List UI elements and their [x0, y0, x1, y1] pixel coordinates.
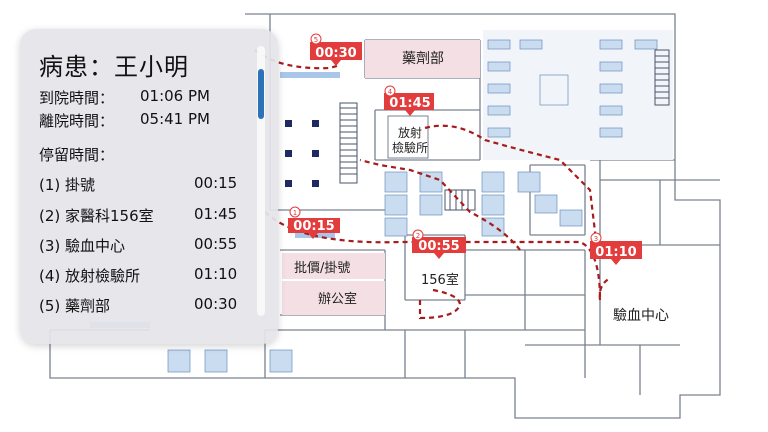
facility-blocks: [167, 171, 583, 373]
stop-3-label: (3) 驗血中心: [39, 237, 126, 255]
room-billing: [282, 253, 385, 279]
room-pharmacy: [365, 40, 480, 78]
marker-3-time: 01:10: [595, 245, 636, 260]
escalator: [339, 49, 670, 211]
marker-5-number: 5: [314, 36, 318, 44]
arrival-label: 到院時間：: [39, 89, 115, 107]
route-marker-3: 3 01:10: [590, 232, 642, 265]
patient-info-panel: 病患：王小明 到院時間： 01:06 PM 離院時間： 05:41 PM 停留時…: [20, 29, 278, 344]
arrival-time: 01:06 PM: [140, 87, 210, 105]
label-pharmacy: 藥劑部: [402, 50, 444, 67]
marker-5-time: 00:30: [315, 46, 356, 61]
ward-beds: [487, 39, 658, 138]
marker-3-number: 3: [594, 235, 598, 243]
patient-title: 病患：王小明: [39, 53, 189, 81]
stop-4-time: 01:10: [194, 265, 238, 283]
label-room-156: 156室: [421, 272, 459, 288]
marker-4-number: 4: [388, 88, 393, 96]
marker-2-number: 2: [416, 232, 420, 240]
panel-scrollbar[interactable]: [257, 46, 265, 316]
patient-route: [254, 49, 611, 320]
route-marker-1: 1 00:15: [288, 206, 340, 239]
stop-5-time: 00:30: [194, 295, 238, 313]
panel-scrollbar-thumb[interactable]: [258, 69, 264, 119]
route-marker-4: 4 01:45: [384, 85, 434, 116]
route-marker-2: 2 00:55: [412, 229, 466, 259]
stop-3-time: 00:55: [194, 235, 238, 253]
label-blood-center: 驗血中心: [613, 308, 669, 324]
label-billing: 批價/掛號: [294, 261, 350, 276]
marker-1-time: 00:15: [293, 219, 334, 234]
route-marker-5: 5 00:30: [310, 33, 362, 66]
label-radiology-1: 放射: [398, 125, 422, 140]
departure-time: 05:41 PM: [140, 110, 210, 128]
stop-1-time: 00:15: [194, 174, 238, 192]
ward-area: [483, 30, 673, 160]
lobby-columns: [285, 120, 319, 187]
marker-4-time: 01:45: [389, 96, 430, 111]
stop-5-label: (5) 藥劑部: [39, 297, 111, 315]
marker-1-number: 1: [293, 209, 297, 217]
room-office: [282, 281, 385, 315]
stop-2-label: (2) 家醫科156室: [39, 207, 154, 225]
label-office: 辦公室: [318, 291, 357, 307]
departure-label: 離院時間：: [39, 112, 115, 130]
stop-4-label: (4) 放射檢驗所: [39, 267, 141, 285]
stay-label: 停留時間：: [39, 146, 115, 164]
label-radiology-2: 檢驗所: [392, 140, 428, 155]
stop-2-time: 01:45: [194, 205, 238, 223]
room-radiology: [387, 115, 429, 159]
stop-1-label: (1) 掛號: [39, 176, 96, 194]
marker-2-time: 00:55: [418, 239, 459, 254]
